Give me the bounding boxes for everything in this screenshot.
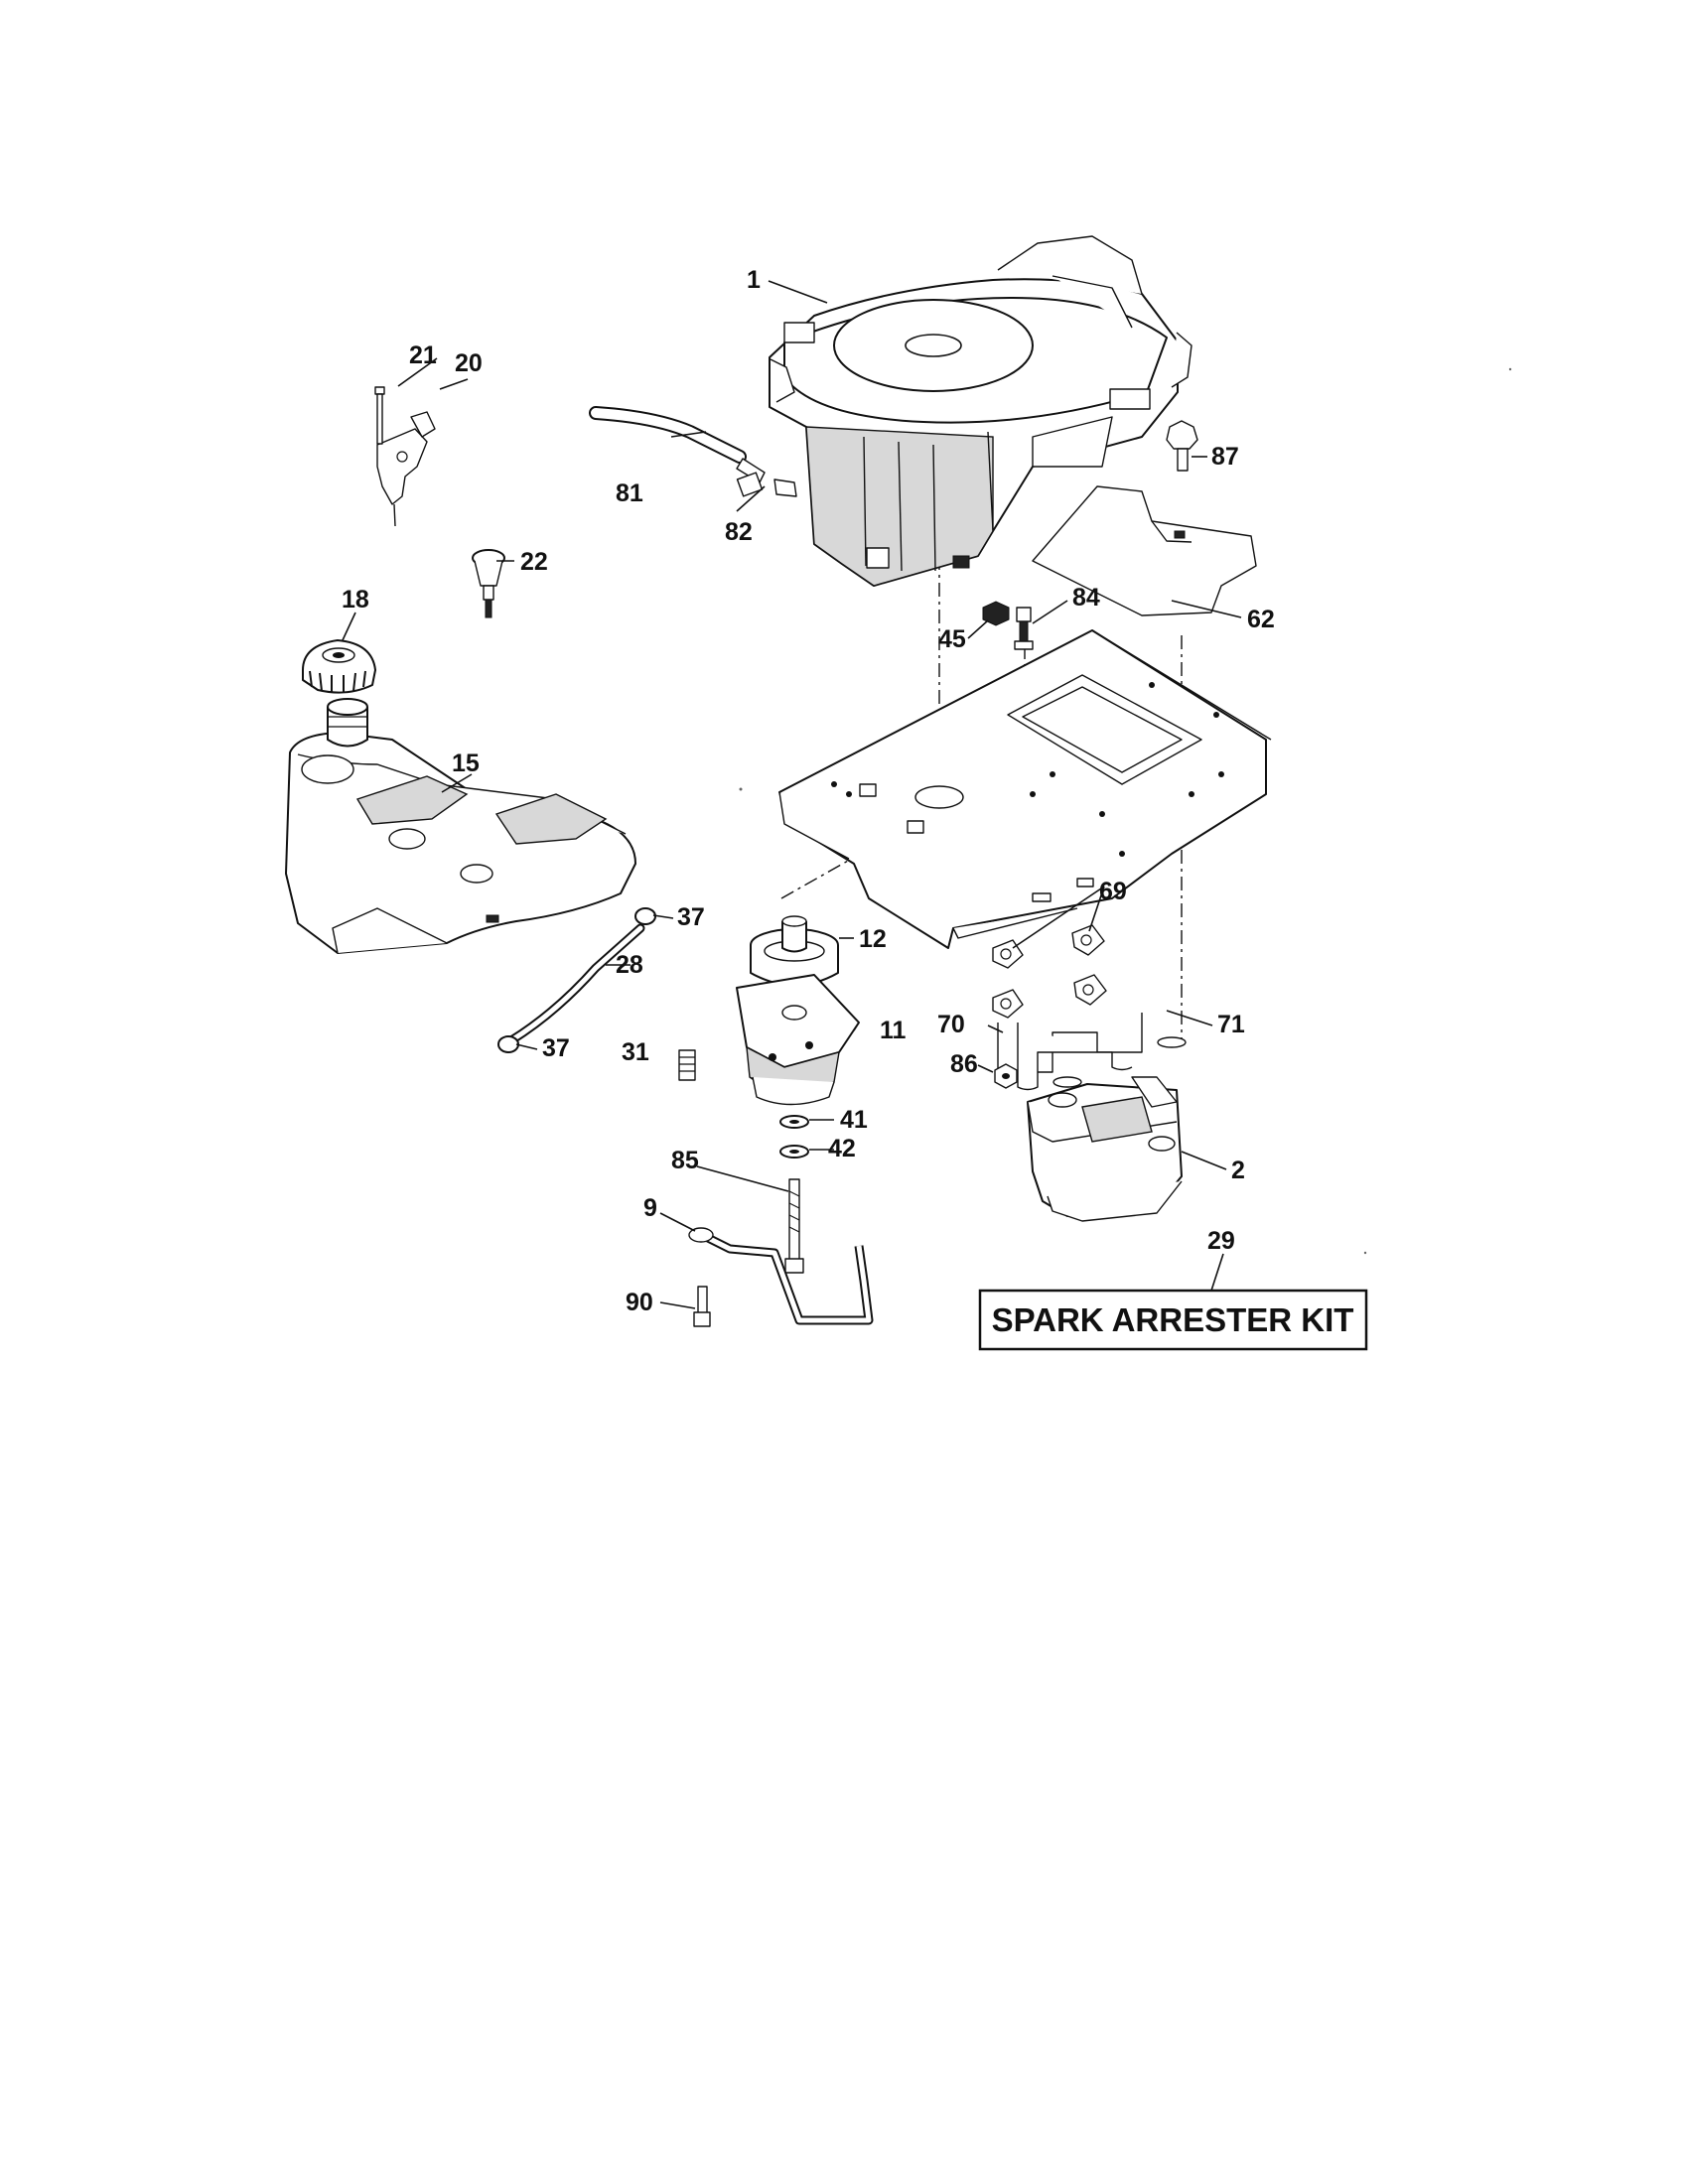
callout-62: 62 (1247, 606, 1275, 633)
nut-86-illustration (994, 1063, 1018, 1089)
callout-45: 45 (938, 625, 966, 653)
fuel-tank-illustration (285, 732, 636, 954)
clutch-illustration (736, 974, 860, 1106)
gaskets-illustration (992, 924, 1107, 1019)
scan-speck (1508, 367, 1512, 371)
callout-labels: 1 2 9 11 12 15 18 20 21 22 28 29 31 37 3… (342, 266, 1275, 1316)
heat-shield-illustration (1032, 485, 1257, 616)
callout-70: 70 (937, 1011, 965, 1038)
callout-29: 29 (1207, 1227, 1235, 1255)
callout-12: 12 (859, 925, 887, 953)
callout-37-bottom: 37 (542, 1034, 570, 1062)
scan-speck (1363, 1251, 1367, 1255)
engine-plate-illustration (778, 629, 1272, 949)
fuel-line-illustration (589, 406, 797, 497)
pulley-illustration (750, 915, 839, 987)
fuel-gauge-illustration (374, 386, 436, 527)
callout-31: 31 (622, 1038, 649, 1066)
fuel-cap-illustration (302, 639, 376, 694)
callout-87: 87 (1211, 443, 1239, 471)
leader-lines (342, 280, 1242, 1309)
scan-speck (739, 787, 743, 791)
callout-69: 69 (1099, 878, 1127, 905)
callout-71: 71 (1217, 1011, 1245, 1038)
callout-18: 18 (342, 586, 369, 614)
callout-2: 2 (1231, 1157, 1245, 1184)
bolt-87-illustration (1166, 420, 1198, 472)
callout-84: 84 (1072, 584, 1100, 612)
callout-9: 9 (643, 1194, 657, 1222)
callout-22: 22 (520, 548, 548, 576)
kit-label: SPARK ARRESTER KIT (992, 1301, 1354, 1338)
callout-42: 42 (828, 1135, 856, 1162)
callout-85: 85 (671, 1147, 699, 1174)
rod-bracket-illustration (688, 1227, 874, 1327)
callout-20: 20 (455, 349, 483, 377)
callout-11: 11 (880, 1017, 907, 1044)
muffler-illustration (1027, 1076, 1183, 1222)
inline-filter-illustration (678, 1049, 696, 1081)
callout-82: 82 (725, 518, 753, 546)
washers-bolt-illustration (779, 1115, 809, 1274)
callout-28: 28 (616, 951, 643, 979)
engine-illustration (769, 235, 1193, 587)
callout-86: 86 (950, 1050, 978, 1078)
tank-neck-illustration (327, 698, 368, 748)
callout-15: 15 (452, 750, 480, 777)
spark-arrester-kit-box: SPARK ARRESTER KIT (978, 1289, 1368, 1351)
callout-37-top: 37 (677, 903, 705, 931)
vent-valve-illustration (472, 549, 505, 618)
nut-bolt-illustration (982, 601, 1034, 650)
callout-81: 81 (616, 479, 643, 507)
callout-1: 1 (747, 266, 761, 294)
callout-90: 90 (626, 1289, 653, 1316)
callout-21: 21 (409, 341, 437, 369)
callout-41: 41 (840, 1106, 868, 1134)
fuel-hose-illustration (497, 907, 656, 1053)
